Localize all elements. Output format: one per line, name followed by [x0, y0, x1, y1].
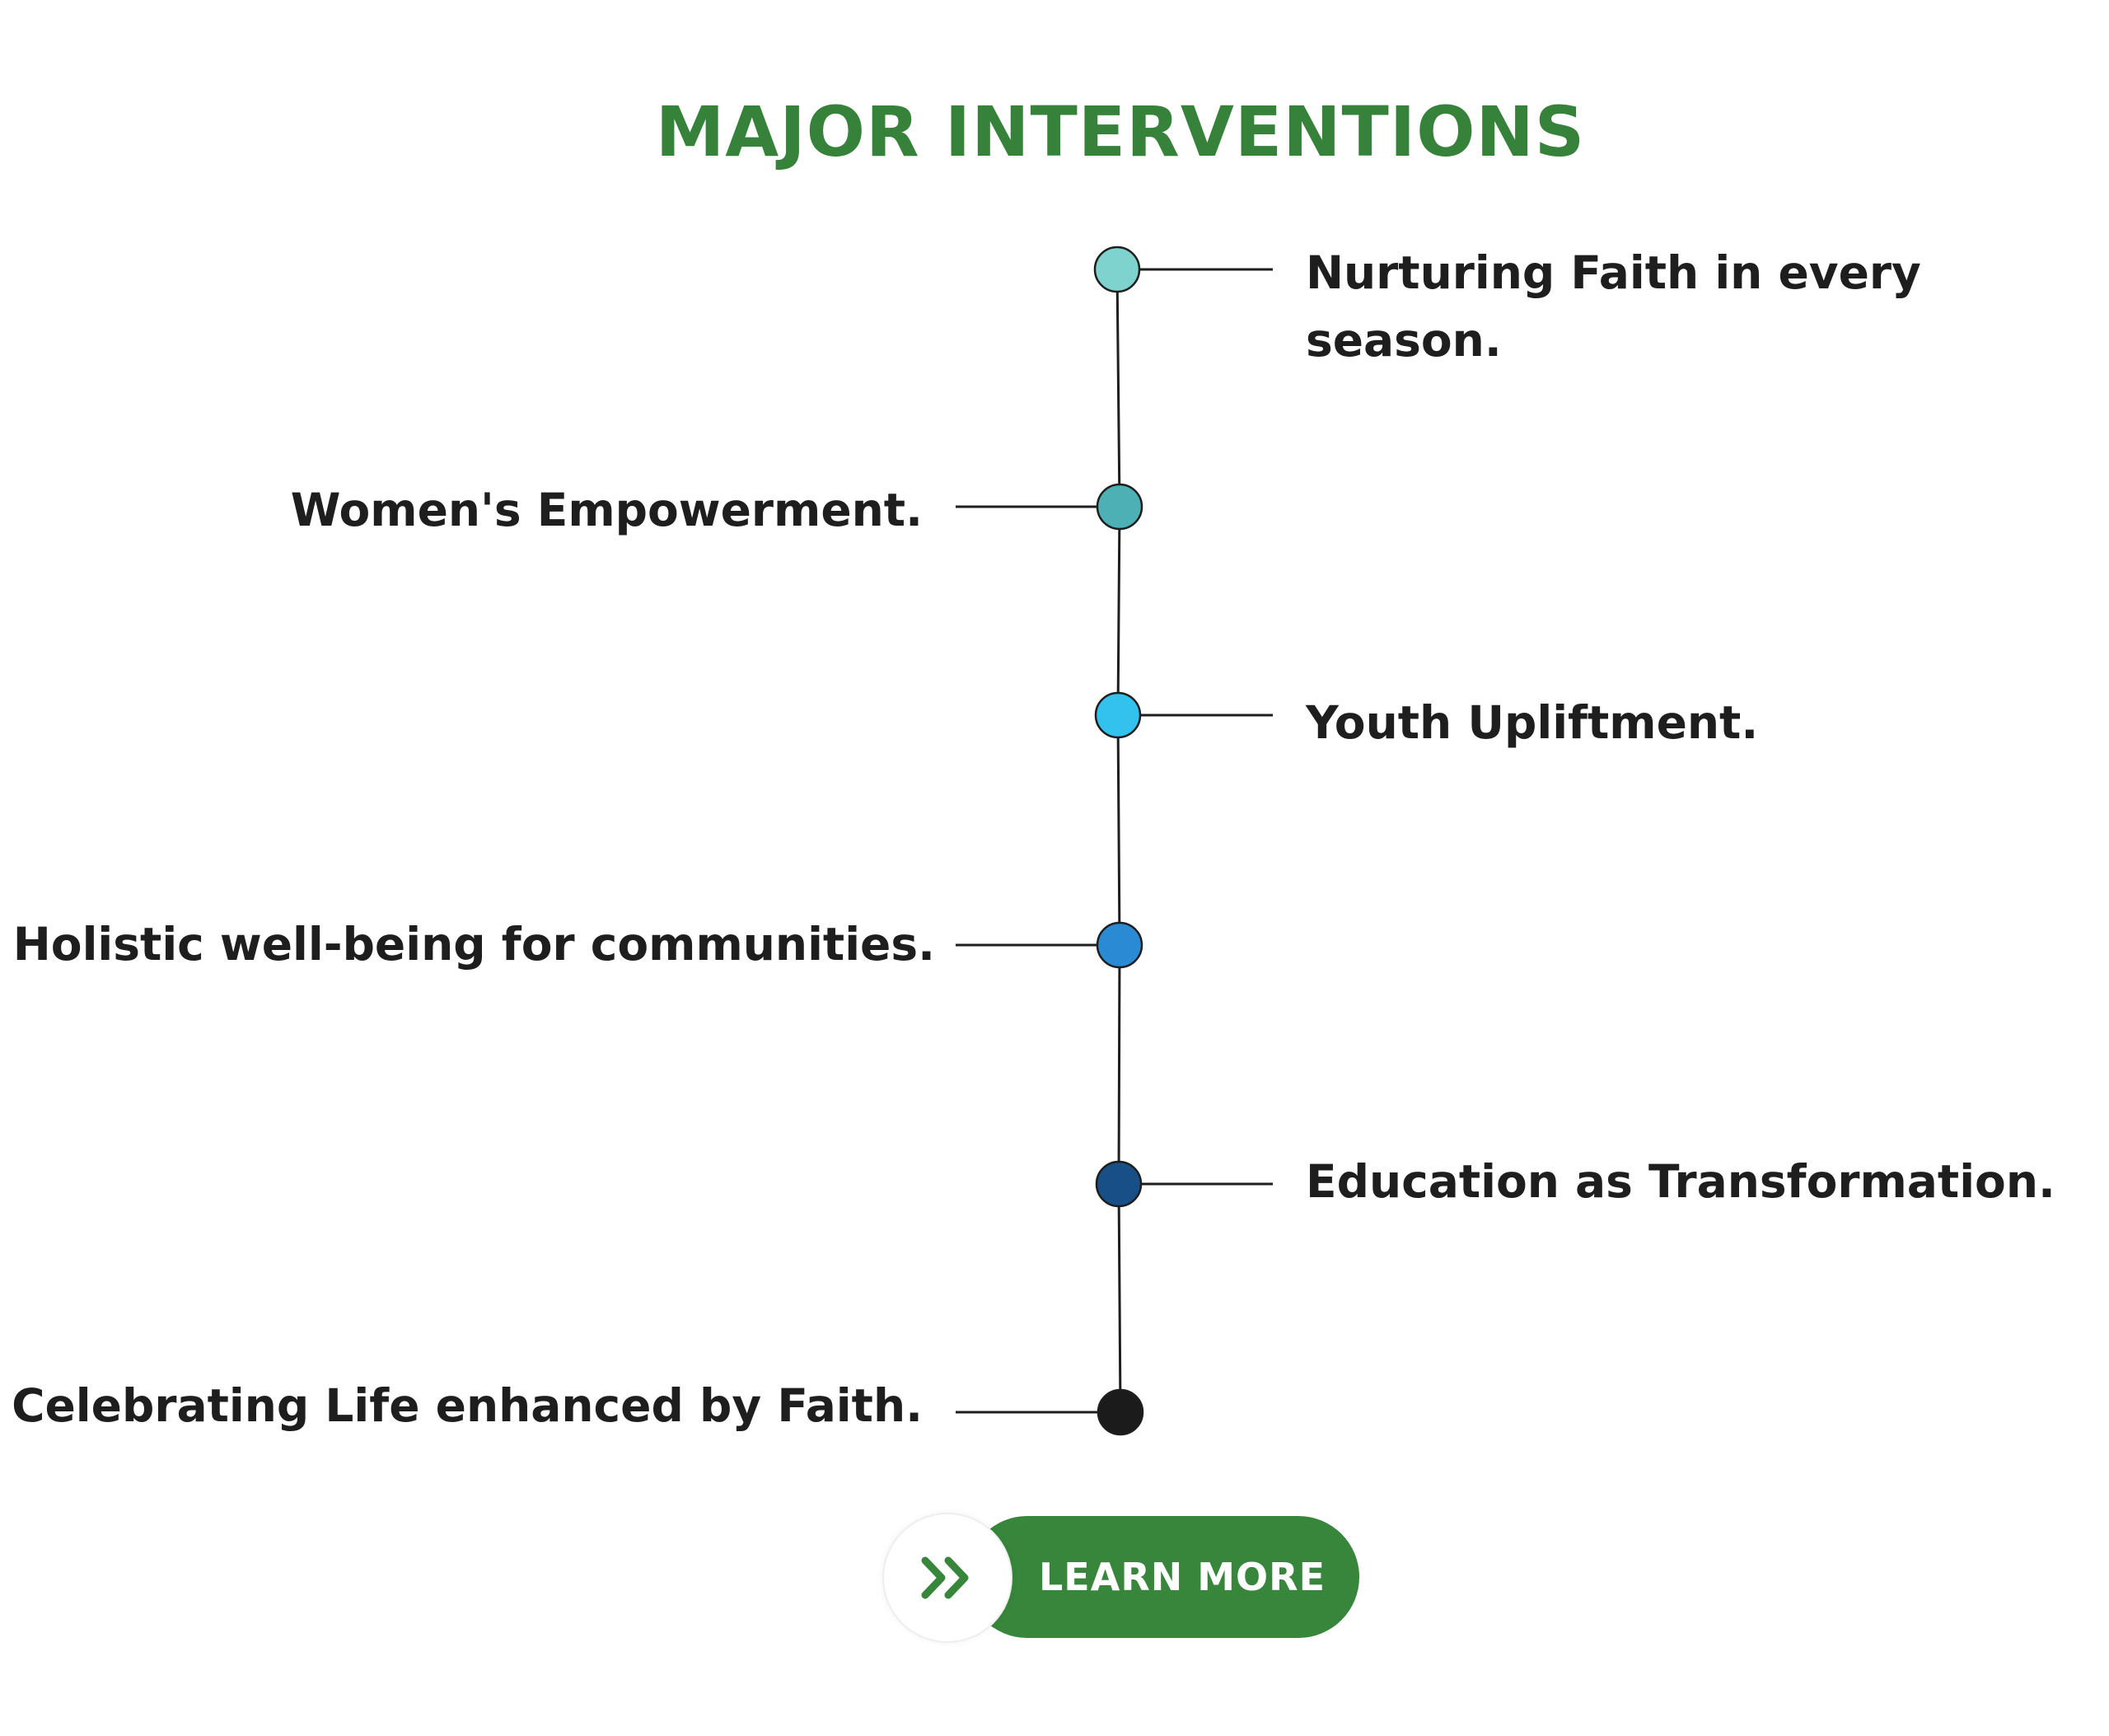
item-label-education: Education as Transformation. — [1306, 1155, 2055, 1208]
learn-more-button[interactable]: LEARN MORE — [884, 1514, 1359, 1641]
page-title: MAJOR INTERVENTIONS — [655, 91, 1586, 172]
learn-more-pill[interactable] — [966, 1516, 1359, 1638]
double-chevron-right-icon — [921, 1556, 969, 1599]
learn-more-icon-circle[interactable] — [884, 1514, 1011, 1641]
timeline-node-1 — [1093, 246, 1141, 293]
timeline-node-6 — [1097, 1388, 1144, 1436]
item-label-holistic-well-being: Holistic well-being for communities. — [12, 918, 935, 971]
timeline-node-5 — [1095, 1160, 1143, 1208]
timeline-node-4 — [1096, 921, 1143, 969]
timeline-node-3 — [1094, 691, 1142, 739]
item-label-youth-upliftment: Youth Upliftment. — [1306, 696, 1759, 749]
item-label-womens-empowerment: Women's Empowerment. — [290, 484, 923, 536]
learn-more-label[interactable]: LEARN MORE — [1039, 1555, 1326, 1599]
timeline-spine — [1115, 269, 1122, 1413]
timeline-node-2 — [1096, 483, 1143, 531]
item-label-nurturing-faith: Nurturing Faith in every season. — [1306, 246, 1921, 367]
item-label-celebrating-life: Celebrating Life enhanced by Faith. — [12, 1379, 923, 1432]
